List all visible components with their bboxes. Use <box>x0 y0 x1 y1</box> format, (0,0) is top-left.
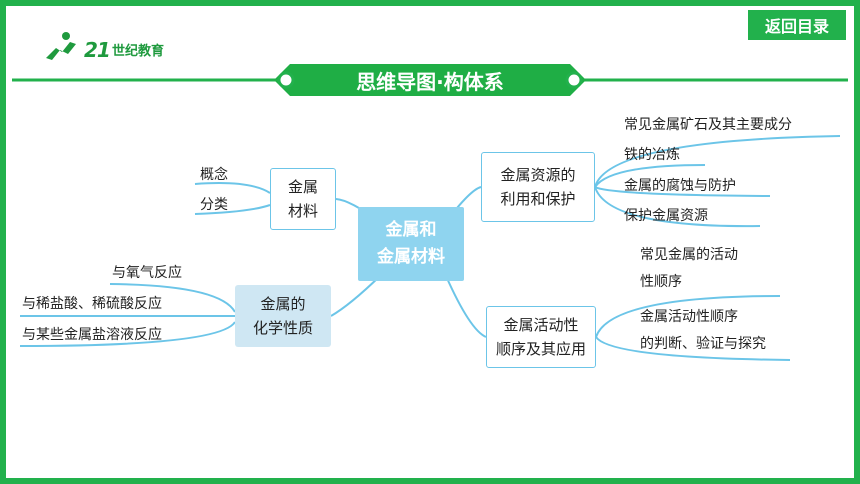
logo-number: 21 <box>84 38 111 62</box>
leaf-acid-reaction: 与稀盐酸、稀硫酸反应 <box>22 296 162 312</box>
leaf-protect-resources: 保护金属资源 <box>624 208 708 224</box>
leaf-activity-order: 常见金属的活动 性顺序 <box>640 247 738 290</box>
leaf-salt-reaction: 与某些金属盐溶液反应 <box>22 327 162 343</box>
leaf-activity-judgement: 金属活动性顺序 的判断、验证与探究 <box>640 309 766 352</box>
activity-series-label: 金属活动性 顺序及其应用 <box>495 316 586 358</box>
banner-title: 思维导图·构体系 <box>356 69 504 94</box>
logo-subtitle: 世纪教育 <box>112 44 165 59</box>
metal-material-label: 金属 材料 <box>287 178 318 220</box>
logo: 21 世纪教育 <box>40 30 170 64</box>
leaf-classification: 分类 <box>200 197 228 213</box>
title-banner <box>12 64 848 96</box>
leaf-corrosion: 金属的腐蚀与防护 <box>624 178 736 194</box>
metal-material-node: 金属 材料 <box>270 168 336 230</box>
center-node: 金属和 金属材料 <box>358 207 464 281</box>
activity-series-node: 金属活动性 顺序及其应用 <box>486 306 596 368</box>
leaf-ores: 常见金属矿石及其主要成分 <box>624 117 792 133</box>
runner-icon <box>46 32 76 60</box>
center-node-label: 金属和 金属材料 <box>377 219 445 267</box>
chemical-properties-node: 金属的 化学性质 <box>235 285 331 347</box>
leaf-oxygen-reaction: 与氧气反应 <box>112 265 182 281</box>
chemical-properties-label: 金属的 化学性质 <box>252 295 313 337</box>
back-to-contents-button[interactable]: 返回目录 <box>748 10 846 40</box>
leaf-iron-smelting: 铁的冶炼 <box>624 147 680 163</box>
metal-resource-label: 金属资源的 利用和保护 <box>500 166 576 208</box>
leaf-concept: 概念 <box>200 167 228 183</box>
metal-resource-node: 金属资源的 利用和保护 <box>481 152 595 222</box>
